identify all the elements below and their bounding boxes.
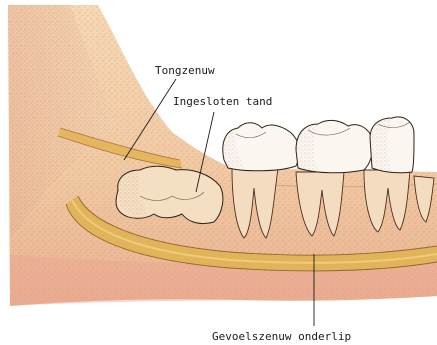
label-tongue-nerve: Tongzenuw xyxy=(155,65,215,76)
label-impacted-tooth: Ingesloten tand xyxy=(173,96,272,107)
label-lip-nerve: Gevoelszenuw onderlip xyxy=(212,331,351,342)
